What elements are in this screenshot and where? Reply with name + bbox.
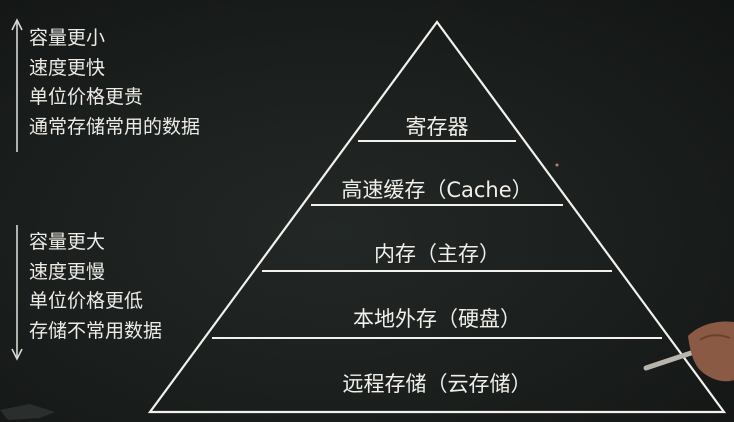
tier-remote-cloud: 远程存储（云存储）: [342, 372, 532, 396]
up-arrow-icon: [11, 18, 23, 152]
slower-larger-notes: 容量更大 速度更慢 单位价格更低 存储不常用数据: [29, 228, 162, 346]
note-infrequent-data: 存储不常用数据: [29, 319, 163, 342]
note-speed-faster: 速度更快: [29, 56, 106, 79]
tier-cache: 高速缓存（Cache）: [341, 178, 533, 202]
pyramid-outline: [147, 20, 727, 414]
note-capacity-smaller: 容量更小: [29, 27, 106, 49]
tier-local-disk: 本地外存（硬盘）: [353, 307, 521, 331]
tier-main-memory: 内存（主存）: [374, 242, 500, 266]
tier-register: 寄存器: [405, 115, 469, 139]
note-speed-slower: 速度更慢: [29, 260, 106, 283]
down-arrow-icon: [11, 225, 23, 361]
note-price-higher: 单位价格更贵: [29, 86, 144, 108]
note-capacity-larger: 容量更大: [29, 231, 106, 253]
chalk-dot: [555, 163, 559, 167]
faster-smaller-notes: 容量更小 速度更快 单位价格更贵 通常存储常用的数据: [29, 24, 200, 142]
note-frequent-data: 通常存储常用的数据: [29, 115, 201, 138]
note-price-lower: 单位价格更低: [29, 290, 144, 312]
